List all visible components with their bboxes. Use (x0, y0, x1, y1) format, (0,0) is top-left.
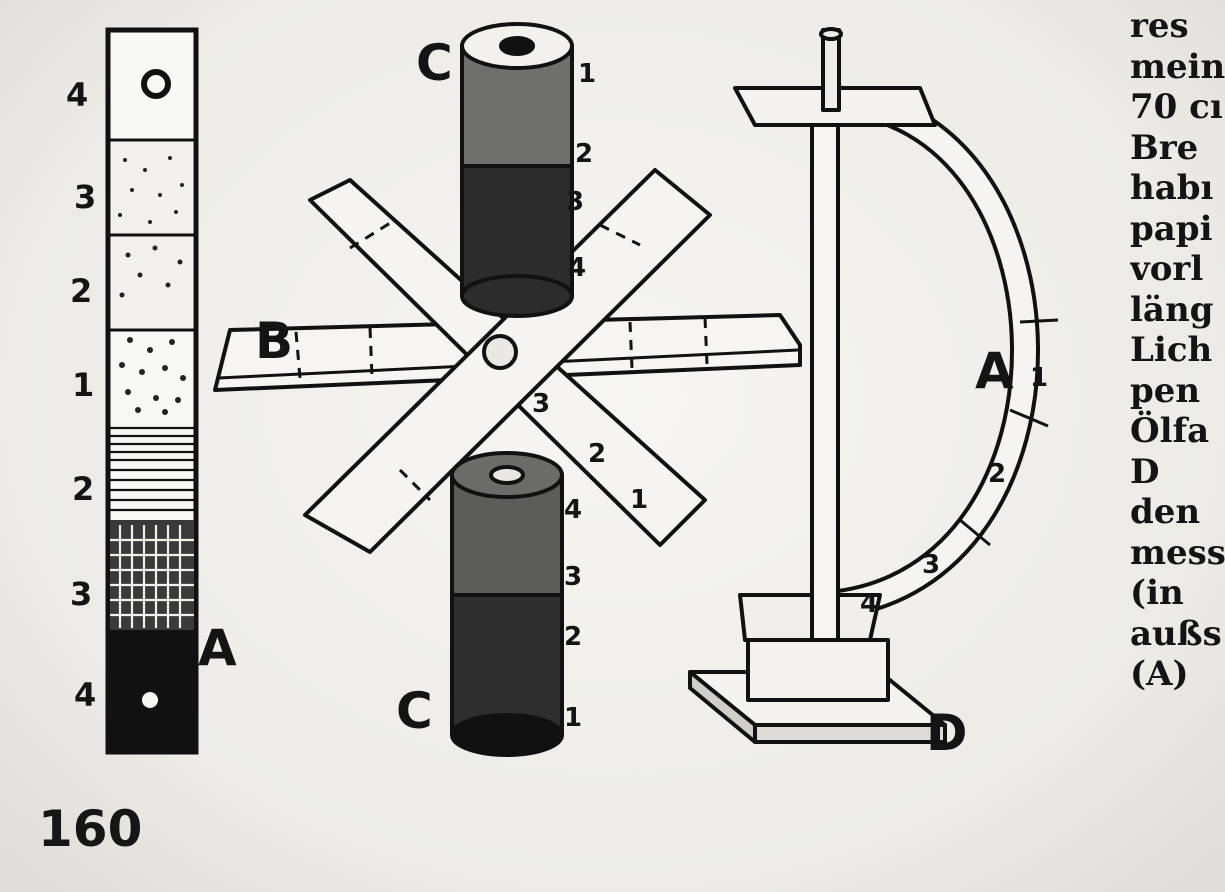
stand-with-arc (688, 27, 1059, 744)
top-cylinder-number-3: 3 (566, 187, 584, 217)
strip-number-1: 1 (72, 366, 94, 404)
text-line: Ölfa (1130, 411, 1210, 451)
paddle-number-2: 2 (588, 439, 606, 469)
text-line: 70 cı (1130, 87, 1223, 127)
paddle-number-1: 1 (630, 485, 648, 515)
rotor-label-c-top: C (416, 34, 453, 92)
base-label-d: D (926, 704, 968, 762)
text-line: (in (1130, 573, 1184, 613)
rotor-assembly (213, 22, 802, 757)
arc-number-3: 3 (922, 550, 940, 580)
bottom-cylinder-number-3: 3 (564, 562, 582, 592)
text-line: vorl (1130, 249, 1204, 289)
text-line: den (1130, 492, 1201, 532)
text-line: läng (1130, 289, 1214, 330)
text-line: mein (1130, 46, 1225, 87)
strip-number-4-bottom: 4 (74, 676, 96, 714)
strip-label-a: A (198, 619, 237, 677)
top-cylinder-number-1: 1 (578, 59, 596, 89)
text-line: (A) (1130, 654, 1189, 694)
text-line: außs (1130, 613, 1222, 654)
arc-number-1: 1 (1030, 363, 1048, 393)
text-line: res (1130, 6, 1189, 46)
text-line: D (1130, 451, 1160, 492)
text-line: Bre (1130, 127, 1199, 168)
top-cylinder-number-2: 2 (575, 139, 593, 169)
strip-number-2-bottom: 2 (72, 470, 94, 508)
density-scale-strip (105, 27, 199, 755)
arc-number-4: 4 (860, 589, 878, 619)
arc-label-a: A (975, 342, 1014, 400)
text-line: papi (1130, 208, 1213, 249)
strip-number-3-bottom: 3 (70, 575, 92, 613)
paddle-number-3: 3 (532, 389, 550, 419)
bottom-cylinder-number-1: 1 (564, 703, 582, 733)
text-line: Lich (1130, 330, 1213, 370)
arc-number-2: 2 (988, 459, 1006, 489)
rotor-label-b: B (255, 312, 293, 370)
strip-number-4-top: 4 (66, 76, 88, 114)
page-number: 160 (38, 800, 143, 858)
bottom-cylinder-number-4: 4 (564, 495, 582, 525)
strip-number-2-top: 2 (70, 272, 92, 310)
text-line: habı (1130, 168, 1214, 208)
bottom-cylinder-number-2: 2 (564, 622, 582, 652)
cropped-text-column: res mein 70 cı Bre habı papi vorl läng L… (1130, 6, 1225, 695)
top-cylinder-number-4: 4 (568, 253, 586, 283)
strip-number-3-top: 3 (74, 178, 96, 216)
text-line: mess (1130, 532, 1225, 573)
text-line: pen (1130, 370, 1201, 411)
rotor-label-c-bottom: C (396, 682, 433, 740)
